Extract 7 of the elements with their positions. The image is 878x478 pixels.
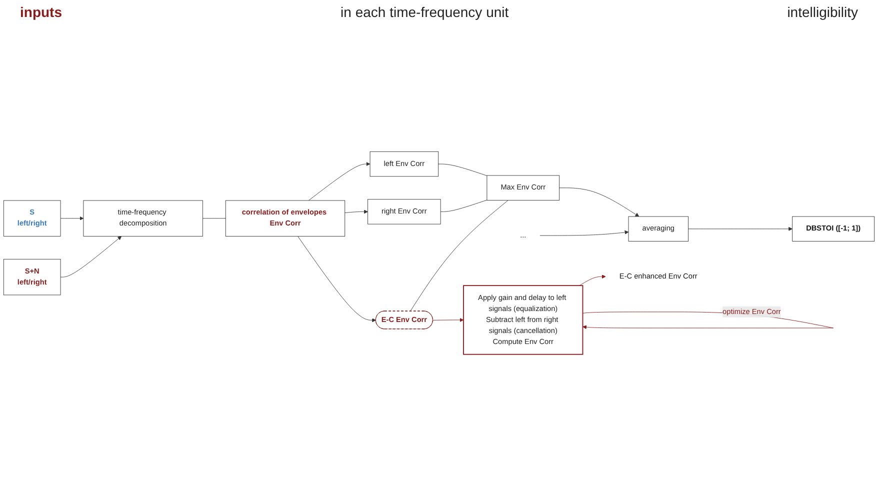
section-heading: inputs xyxy=(20,4,62,22)
connector xyxy=(438,164,488,176)
connector xyxy=(410,200,508,312)
column-heading: in each time-frequency unit xyxy=(340,4,509,22)
connector xyxy=(440,200,488,212)
connector xyxy=(202,218,226,219)
column-heading: intelligibility xyxy=(787,4,858,22)
